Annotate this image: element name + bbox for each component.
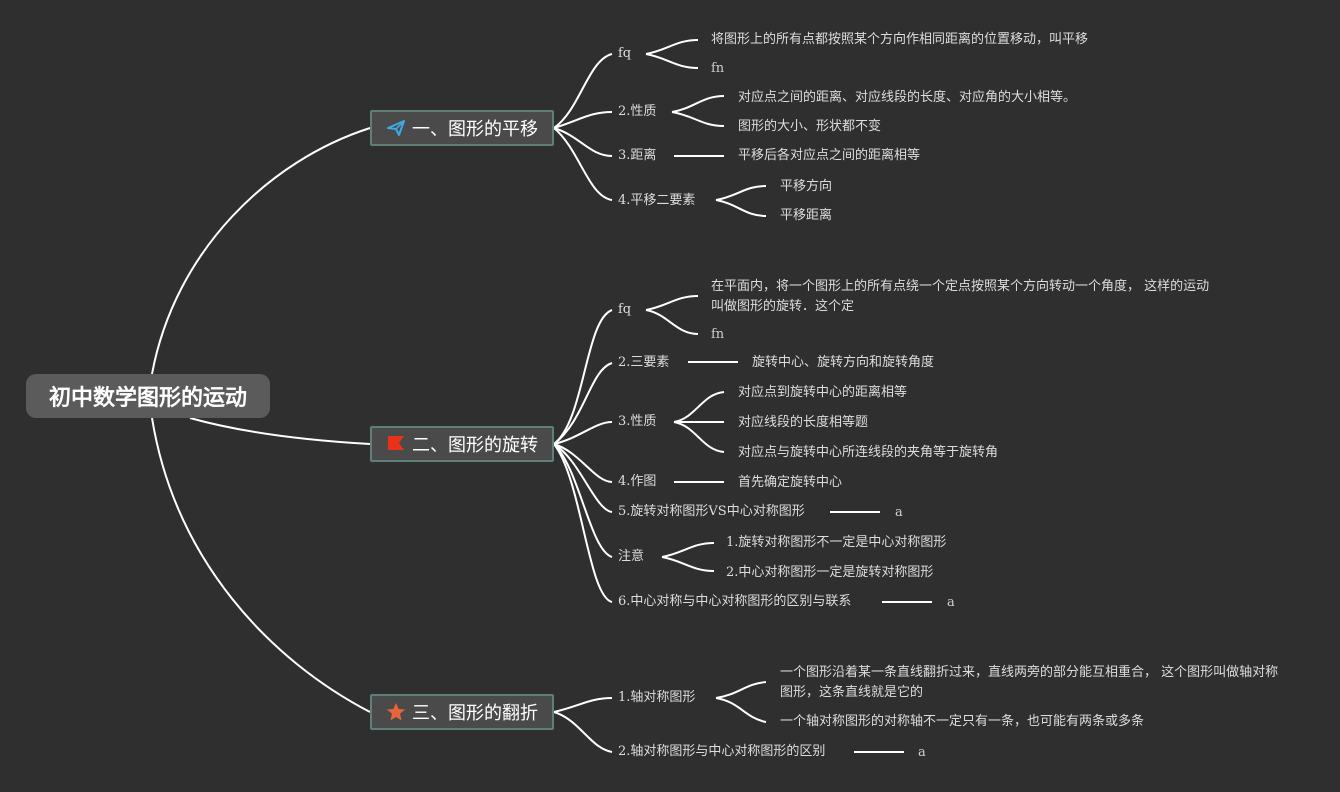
topic-b2-drawing[interactable]: 4.作图 bbox=[618, 474, 657, 489]
topic-b2-fq[interactable]: fq bbox=[618, 302, 632, 317]
topic-b2-note-child-2[interactable]: 2.中心对称图形一定是旋转对称图形 bbox=[726, 565, 934, 580]
topic-b1-distance-child-1[interactable]: 平移后各对应点之间的距离相等 bbox=[738, 148, 921, 163]
topic-b2-three-elements-child-1[interactable]: 旋转中心、旋转方向和旋转角度 bbox=[752, 355, 935, 370]
branch-rotation[interactable]: 二、图形的旋转 bbox=[370, 426, 554, 462]
branch-label: 二、图形的旋转 bbox=[412, 435, 538, 456]
topic-b1-property-child-1[interactable]: 对应点之间的距离、对应线段的长度、对应角的大小相等。 bbox=[738, 90, 1077, 105]
branch-folding[interactable]: 三、图形的翻折 bbox=[370, 694, 554, 730]
topic-b3-axial-symmetry-child-2[interactable]: 一个轴对称图形的对称轴不一定只有一条，也可能有两条或多条 bbox=[780, 714, 1145, 729]
topic-b2-drawing-child-1[interactable]: 首先确定旋转中心 bbox=[738, 475, 843, 490]
topic-b1-property-child-2[interactable]: 图形的大小、形状都不变 bbox=[738, 119, 882, 134]
topic-b2-note[interactable]: 注意 bbox=[618, 549, 645, 564]
topic-b2-note-child-1[interactable]: 1.旋转对称图形不一定是中心对称图形 bbox=[726, 535, 947, 550]
root-topic[interactable]: 初中数学图形的运动 bbox=[26, 374, 270, 418]
topic-b1-distance[interactable]: 3.距离 bbox=[618, 148, 657, 163]
topic-b2-central-difference-child-1[interactable]: a bbox=[947, 595, 955, 610]
star-icon bbox=[386, 702, 406, 722]
topic-b2-fq-child-1[interactable]: 在平面内，将一个图形上的所有点绕一个定点按照某个方向转动一个角度， 这样的运动叫… bbox=[711, 279, 1210, 314]
topic-b2-property[interactable]: 3.性质 bbox=[618, 414, 657, 429]
paper-plane-icon bbox=[386, 118, 406, 138]
topic-b3-axial-symmetry[interactable]: 1.轴对称图形 bbox=[618, 690, 696, 705]
topic-b2-property-child-1[interactable]: 对应点到旋转中心的距离相等 bbox=[738, 385, 908, 400]
topic-b3-axial-vs-central[interactable]: 2.轴对称图形与中心对称图形的区别 bbox=[618, 744, 826, 759]
branch-translation[interactable]: 一、图形的平移 bbox=[370, 110, 554, 146]
topic-b2-central-difference[interactable]: 6.中心对称与中心对称图形的区别与联系 bbox=[618, 594, 852, 609]
topic-b2-property-child-2[interactable]: 对应线段的长度相等题 bbox=[738, 415, 869, 430]
topic-b3-axial-vs-central-child-1[interactable]: a bbox=[918, 745, 926, 760]
red-flag-icon bbox=[386, 434, 406, 454]
topic-b1-property[interactable]: 2.性质 bbox=[618, 104, 657, 119]
topic-b2-fq-child-2[interactable]: fn bbox=[711, 327, 725, 342]
branch-label: 三、图形的翻折 bbox=[412, 703, 538, 724]
topic-b2-rotation-vs-central-child-1[interactable]: a bbox=[895, 505, 903, 520]
topic-b1-two-elements-child-1[interactable]: 平移方向 bbox=[780, 179, 833, 194]
topic-b1-fq-child-1[interactable]: 将图形上的所有点都按照某个方向作相同距离的位置移动，叫平移 bbox=[711, 32, 1089, 47]
topic-b1-two-elements-child-2[interactable]: 平移距离 bbox=[780, 208, 833, 223]
topic-b1-two-elements[interactable]: 4.平移二要素 bbox=[618, 193, 696, 208]
branch-label: 一、图形的平移 bbox=[412, 119, 538, 140]
topic-b2-three-elements[interactable]: 2.三要素 bbox=[618, 355, 670, 370]
topic-b2-property-child-3[interactable]: 对应点与旋转中心所连线段的夹角等于旋转角 bbox=[738, 445, 999, 460]
topic-b1-fq[interactable]: fq bbox=[618, 46, 632, 61]
topic-b3-axial-symmetry-child-1[interactable]: 一个图形沿着某一条直线翻折过来，直线两旁的部分能互相重合， 这个图形叫做轴对称图… bbox=[780, 665, 1279, 700]
topic-b2-rotation-vs-central[interactable]: 5.旋转对称图形VS中心对称图形 bbox=[618, 504, 805, 519]
topic-b1-fq-child-2[interactable]: fn bbox=[711, 61, 725, 76]
root-topic-label: 初中数学图形的运动 bbox=[48, 386, 247, 411]
